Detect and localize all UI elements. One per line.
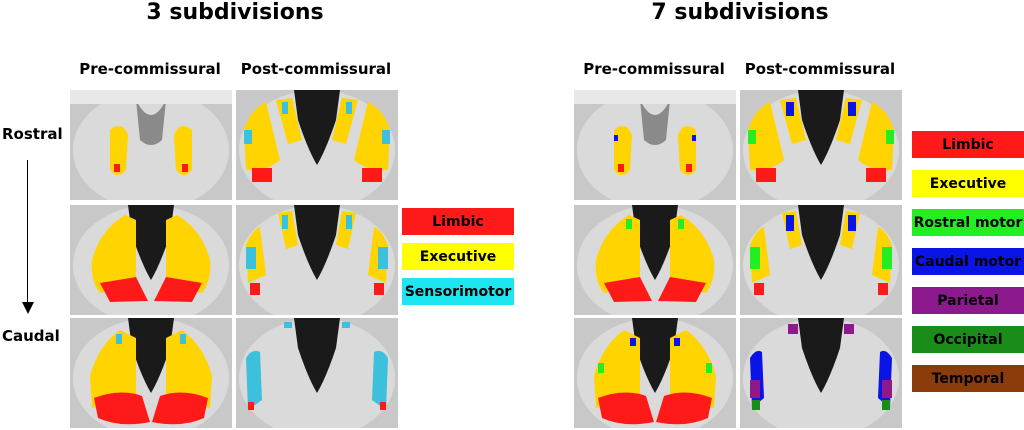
brain-slice-panel (574, 205, 736, 315)
legend-item: Temporal (912, 365, 1024, 392)
brain-slice-panel (70, 90, 232, 200)
ventricle (128, 205, 174, 280)
ventricle (128, 318, 174, 393)
brain-slice-panel (740, 90, 902, 200)
row-label-caudal: Caudal (2, 327, 60, 345)
ventricle (798, 318, 844, 393)
brain-slice-panel (236, 205, 398, 315)
ventricle (632, 318, 678, 393)
brain-slice-panel (740, 205, 902, 315)
ventricle (798, 205, 844, 280)
ventricle (632, 205, 678, 280)
ventricle (136, 100, 166, 145)
legend-item: Limbic (402, 208, 514, 235)
brain-slice-panel (574, 318, 736, 428)
legend-item: Caudal motor (912, 248, 1024, 275)
rostral-caudal-arrow (27, 160, 28, 310)
legend-item: Rostral motor (912, 209, 1024, 236)
brain-slice-panel (70, 205, 232, 315)
ventricle (640, 100, 670, 145)
title-7-subdivisions: 7 subdivisions (651, 0, 829, 25)
brain-slice-panel (70, 318, 232, 428)
column-header-pre-left: Pre-commissural (79, 60, 221, 78)
legend-item: Limbic (912, 131, 1024, 158)
column-header-pre-right: Pre-commissural (583, 60, 725, 78)
ventricle (294, 205, 340, 280)
brain-slice-panel (574, 90, 736, 200)
legend-item: Occipital (912, 326, 1024, 353)
ventricle (294, 90, 340, 165)
arrow-head-icon (22, 302, 34, 314)
legend-item: Executive (912, 170, 1024, 197)
legend-item: Parietal (912, 287, 1024, 314)
brain-slice-panel (236, 318, 398, 428)
ventricle (294, 318, 340, 393)
column-header-post-right: Post-commissural (744, 60, 896, 78)
brain-slice-panel (740, 318, 902, 428)
column-header-post-left: Post-commissural (240, 60, 392, 78)
legend-item: Executive (402, 243, 514, 270)
row-label-rostral: Rostral (2, 125, 63, 143)
title-3-subdivisions: 3 subdivisions (146, 0, 324, 25)
legend-item: Sensorimotor (402, 278, 514, 305)
ventricle (798, 90, 844, 165)
brain-slice-panel (236, 90, 398, 200)
